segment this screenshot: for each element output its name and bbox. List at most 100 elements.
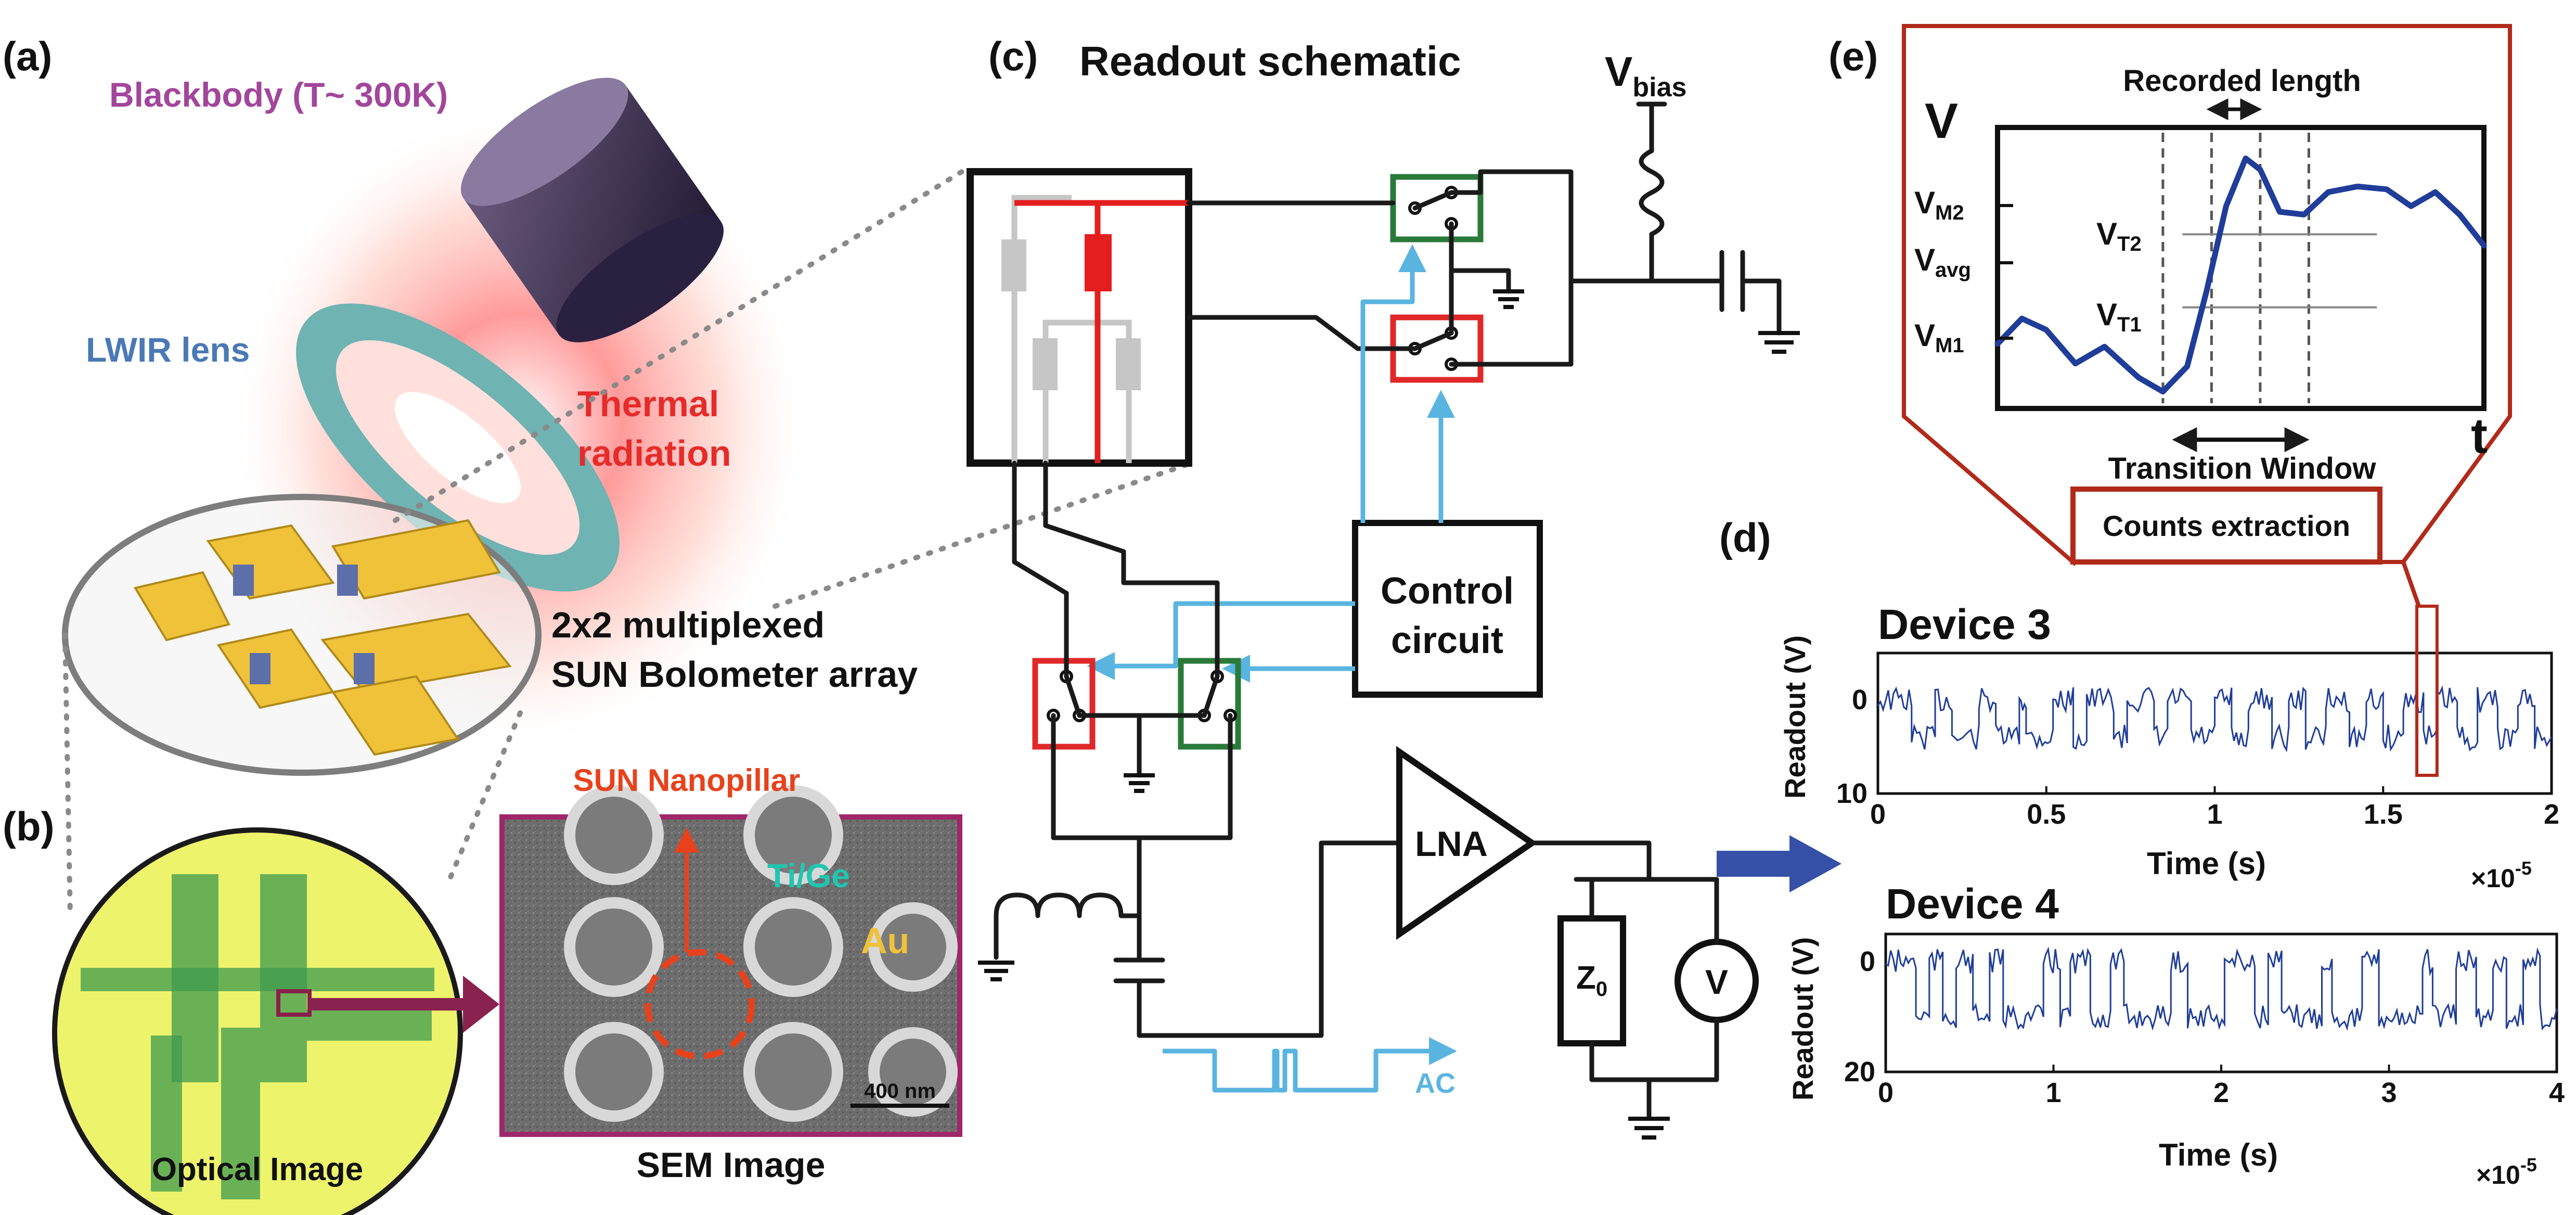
optical-to-sem-arrowhead: [463, 976, 499, 1033]
missing-pillar-circle: [645, 949, 755, 1059]
waveform-level-labels: VM2 Vavg VM1 VT2 VT1: [1914, 185, 2142, 357]
switch-top-green: [1390, 174, 1484, 242]
control-label-1: Control: [1381, 570, 1514, 612]
device4-y-ticks: 0 20: [1844, 946, 1875, 1088]
vm2-label: VM2: [1914, 185, 1964, 224]
output-arrow: [1717, 835, 1841, 892]
x-tick-label: 0.5: [2027, 799, 2066, 830]
ground-output: [1628, 1117, 1670, 1140]
bolometer-pixels: [133, 519, 512, 756]
nanopillar-posts: [233, 565, 375, 684]
t-axis-label: t: [2471, 408, 2488, 464]
device3-ylabel: Readout (V): [1779, 635, 1811, 799]
x-tick-label: 0: [1870, 799, 1886, 830]
vavg-label: Vavg: [1914, 242, 1971, 282]
transition-window-label: Transition Window: [2108, 452, 2376, 485]
panel-a: Blackbody (T~ 300K) LWIR lens Thermal ra…: [62, 75, 918, 776]
y-tick-label: 0: [1852, 684, 1867, 715]
device4-xlabel: Time (s): [2159, 1137, 2278, 1172]
panel-label-d: (d): [1719, 515, 1771, 560]
z0-label: Z0: [1576, 960, 1607, 1001]
lwir-lens-label: LWIR lens: [86, 330, 250, 369]
x-tick-label: 1: [2207, 799, 2222, 830]
panel-label-e: (e): [1828, 33, 1878, 79]
vm1-label: VM1: [1914, 318, 1964, 357]
blackbody-cylinder: [461, 78, 724, 342]
waveform-curve: [1994, 155, 2487, 395]
ground-input: [978, 961, 1014, 981]
array-label-2: SUN Bolometer array: [551, 654, 918, 695]
ground-top: [1493, 289, 1524, 309]
zoom-lines: [62, 164, 1194, 918]
x-tick-label: 4: [2549, 1077, 2565, 1108]
panel-label-b: (b): [3, 803, 55, 849]
y-tick-label: 0: [1860, 946, 1875, 977]
array-label-1: 2x2 multiplexed: [551, 605, 825, 645]
x-tick-label: 1.5: [2364, 799, 2403, 830]
telegraph-noise-trace: [1885, 947, 2558, 1031]
x-tick-label: 0: [1878, 1077, 1894, 1108]
v-axis-label: V: [1925, 93, 1958, 149]
device3-transition-highlight: [2415, 605, 2439, 777]
sem-pillars: [564, 785, 958, 1122]
y-tick-label: 20: [1844, 1056, 1875, 1088]
thermal-radiation-label-1: Thermal: [577, 383, 719, 424]
ac-waveform: [1163, 1037, 1457, 1093]
switch-bottom-green: [1178, 658, 1241, 750]
optical-structure: [81, 874, 434, 1199]
device4-multiplier: ×10-5: [2476, 1154, 2537, 1190]
device3-trace: [1877, 685, 2553, 752]
switch-bottom-red: [1032, 658, 1096, 750]
x-tick-label: 3: [2381, 1077, 2397, 1108]
x-tick-label: 2: [2544, 799, 2559, 830]
device4-title: Device 4: [1886, 880, 2059, 928]
lna-amplifier: [1396, 746, 1538, 940]
device4-ylabel: Readout (V): [1786, 937, 1819, 1101]
panel-c: Readout schematic: [967, 38, 1841, 1140]
device3-xlabel: Time (s): [2147, 846, 2266, 881]
y-tick-label: 10: [1836, 778, 1867, 809]
vt2-label: VT2: [2096, 216, 2142, 255]
thermal-radiation-label-2: radiation: [577, 433, 731, 474]
sem-caption: SEM Image: [637, 1145, 826, 1185]
au-label: Au: [861, 920, 909, 961]
nanopillar-label: SUN Nanopillar: [573, 763, 801, 798]
device3-title: Device 3: [1878, 601, 2051, 648]
ground-switches: [1124, 773, 1155, 793]
control-label-2: circuit: [1391, 620, 1503, 661]
ground-vbias: [1758, 331, 1800, 354]
device4-x-ticks: 0 1 2 3 4: [1878, 1065, 2565, 1108]
vt1-label: VT1: [2096, 297, 2142, 336]
optical-caption: Optical Image: [152, 1152, 364, 1187]
array-resistors: [1001, 195, 1189, 463]
blackbody-label: Blackbody (T~ 300K): [109, 75, 448, 114]
schematic-title: Readout schematic: [1079, 38, 1461, 84]
x-tick-label: 1: [2045, 1077, 2061, 1108]
device3-multiplier: ×10-5: [2471, 858, 2532, 893]
device4-trace: [1885, 947, 2558, 1031]
device3-y-ticks: 0 10: [1836, 684, 1867, 809]
counts-extraction-box: [2070, 487, 2382, 565]
tige-label: Ti/Ge: [767, 857, 850, 894]
panel-label-c: (c): [988, 33, 1038, 79]
threshold-lines: [2182, 233, 2377, 309]
device3-x-ticks: 0 0.5 1 1.5 2: [1870, 786, 2559, 830]
window-dashed-lines: [2161, 133, 2310, 403]
recorded-length-label: Recorded length: [2123, 64, 2361, 98]
control-circuit-box: [1352, 520, 1543, 698]
panel-label-a: (a): [3, 33, 52, 79]
x-tick-label: 2: [2213, 1077, 2229, 1108]
vbias-label: Vbias: [1605, 48, 1686, 103]
counts-extraction-label: Counts extraction: [2103, 509, 2350, 542]
voltmeter-label: V: [1705, 963, 1728, 1001]
lwir-lens: [296, 303, 620, 592]
ac-label: AC: [1415, 1068, 1456, 1099]
telegraph-noise-trace: [1877, 685, 2553, 752]
waveform-y-ticks: [1998, 204, 2013, 340]
lna-label: LNA: [1415, 824, 1488, 864]
pixel-array-box: [967, 168, 1192, 467]
scalebar-label: 400 nm: [864, 1080, 936, 1103]
panel-b: Optical Image SUN Nanopillar Ti/Ge Au 40…: [52, 763, 962, 1215]
